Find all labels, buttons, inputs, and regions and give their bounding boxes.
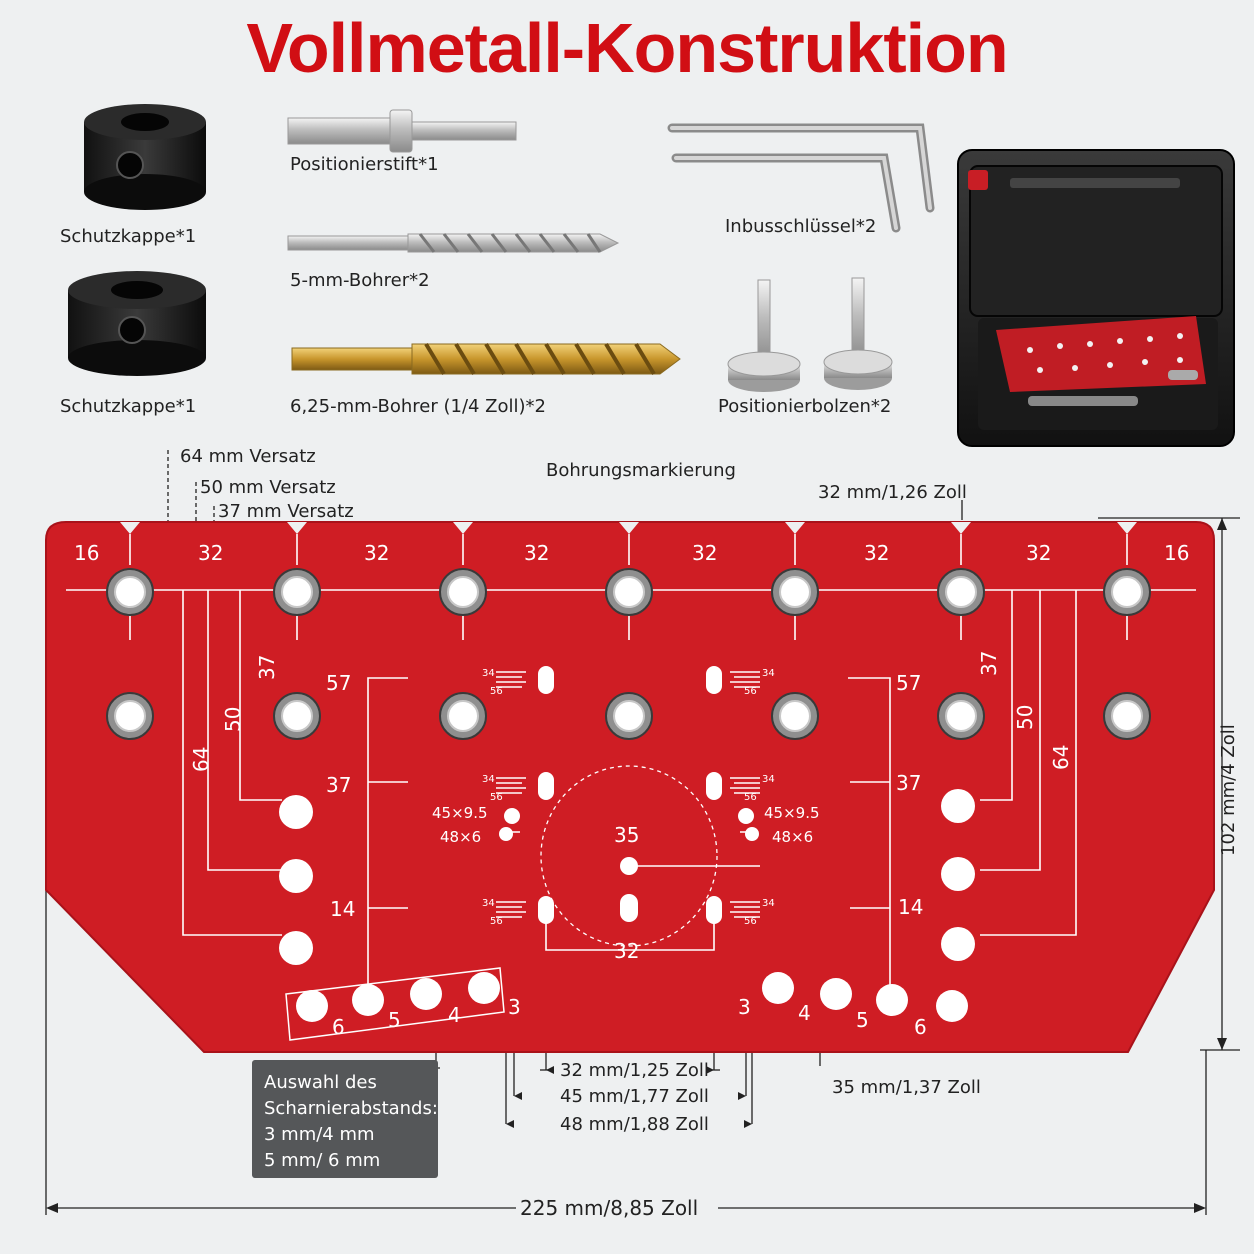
dim-35-label: 35 mm/1,37 Zoll [832, 1077, 981, 1098]
scale-label: 56 [744, 916, 757, 927]
cup-size-label: 48×6 [440, 828, 481, 846]
scale-label: 34 [482, 668, 495, 679]
ruler-label: 32 [864, 541, 889, 565]
scale-ticks [496, 671, 760, 918]
positioning-pin-label: Positionierstift*1 [290, 154, 439, 175]
hinge-cup-circle [540, 765, 718, 947]
dim-48-label: 48 mm/1,88 Zoll [560, 1114, 709, 1135]
stop-collar-1 [84, 104, 206, 210]
dim-32-label: 32 mm/1,25 Zoll [560, 1060, 709, 1081]
positioning-bolts-label: Positionierbolzen*2 [718, 396, 892, 417]
drill-6-25mm [291, 342, 681, 376]
hinge-label: 4 [798, 1001, 811, 1025]
cup-size-label: 45×9.5 [764, 804, 820, 822]
row-label: 14 [330, 897, 355, 921]
offset-50-label: 50 mm Versatz [200, 477, 336, 498]
hinge-box-line: 5 mm/ 6 mm [264, 1150, 381, 1171]
ruler-label: 32 [198, 541, 223, 565]
hinge-label: 3 [738, 995, 751, 1019]
drill-5mm [287, 233, 620, 253]
ruler-label: 32 [1026, 541, 1051, 565]
drill-5mm-label: 5-mm-Bohrer*2 [290, 270, 430, 291]
hinge-label: 4 [448, 1003, 461, 1027]
hinge-spacing-frame [285, 967, 505, 1041]
row-label: 57 [896, 671, 921, 695]
bushings [106, 568, 1151, 740]
positioning-pin [287, 109, 517, 153]
scale-label: 34 [482, 774, 495, 785]
plain-holes [279, 666, 975, 1022]
scale-label: 56 [490, 792, 503, 803]
scale-label: 56 [744, 792, 757, 803]
ruler-label: 32 [364, 541, 389, 565]
hinge-label: 6 [332, 1015, 345, 1039]
row-label: 57 [326, 671, 351, 695]
hinge-spacing-box: Auswahl des Scharnierabstands: 3 mm/4 mm… [252, 1060, 438, 1178]
center-label: 35 [614, 823, 639, 847]
ruler-label: 16 [74, 541, 99, 565]
cup-labels: 45×9.5 48×6 45×9.5 48×6 [432, 804, 820, 846]
offset-label: 37 [977, 651, 1001, 676]
hinge-box-line: Scharnierabstands: [264, 1098, 438, 1119]
scale-label: 56 [744, 686, 757, 697]
offset-label: 64 [189, 747, 213, 772]
offset-37-label: 37 mm Versatz [218, 501, 354, 522]
top-notches [120, 522, 1137, 534]
scale-label: 34 [762, 668, 775, 679]
hinge-box-line: 3 mm/4 mm [264, 1124, 375, 1145]
row-label: 37 [896, 771, 921, 795]
scale-label: 34 [762, 774, 775, 785]
drill-6-25mm-label: 6,25-mm-Bohrer (1/4 Zoll)*2 [290, 396, 546, 417]
scale-label: 34 [482, 898, 495, 909]
row-label: 14 [898, 895, 923, 919]
page-title: Vollmetall-Konstruktion [246, 9, 1008, 87]
hex-keys-label: Inbusschlüssel*2 [725, 216, 877, 237]
hex-keys [667, 123, 935, 233]
scale-label: 34 [762, 898, 775, 909]
dim-45-label: 45 mm/1,77 Zoll [560, 1086, 709, 1107]
offset-64-label: 64 mm Versatz [180, 446, 316, 467]
offset-label: 50 [1013, 705, 1037, 730]
ruler-label: 16 [1164, 541, 1189, 565]
row-label: 37 [326, 773, 351, 797]
engraved-numbers: 16 32 32 32 32 32 32 16 57 37 14 57 37 1… [74, 541, 1189, 1039]
hinge-label: 5 [856, 1008, 869, 1032]
hinge-label: 3 [508, 995, 521, 1019]
scale-label: 56 [490, 916, 503, 927]
template-plate [45, 521, 1215, 1053]
hinge-label: 6 [914, 1015, 927, 1039]
positioning-bolts [727, 277, 893, 392]
dimension-arrows [46, 518, 1227, 1213]
offset-label: 50 [221, 707, 245, 732]
hinge-box-line: Auswahl des [264, 1072, 377, 1093]
spacing-top-label: 32 mm/1,26 Zoll [818, 482, 967, 503]
offset-label: 37 [255, 655, 279, 680]
hinge-label: 5 [388, 1008, 401, 1032]
height-label: 102 mm/4 Zoll [1218, 724, 1239, 856]
hole-mark-label: Bohrungsmarkierung [546, 460, 736, 481]
scale-labels: 34 56 34 56 34 56 34 56 34 56 34 56 [482, 668, 775, 927]
stop-collar-2 [68, 271, 206, 376]
cup-size-label: 45×9.5 [432, 804, 488, 822]
stop-collar-label-2: Schutzkappe*1 [60, 396, 197, 417]
ruler-label: 32 [692, 541, 717, 565]
carry-case [957, 149, 1235, 447]
scale-label: 56 [490, 686, 503, 697]
stop-collar-label-1: Schutzkappe*1 [60, 226, 197, 247]
width-label: 225 mm/8,85 Zoll [520, 1196, 699, 1220]
cup-size-label: 48×6 [772, 828, 813, 846]
offset-label: 64 [1049, 745, 1073, 770]
center-label: 32 [614, 939, 639, 963]
ruler-label: 32 [524, 541, 549, 565]
